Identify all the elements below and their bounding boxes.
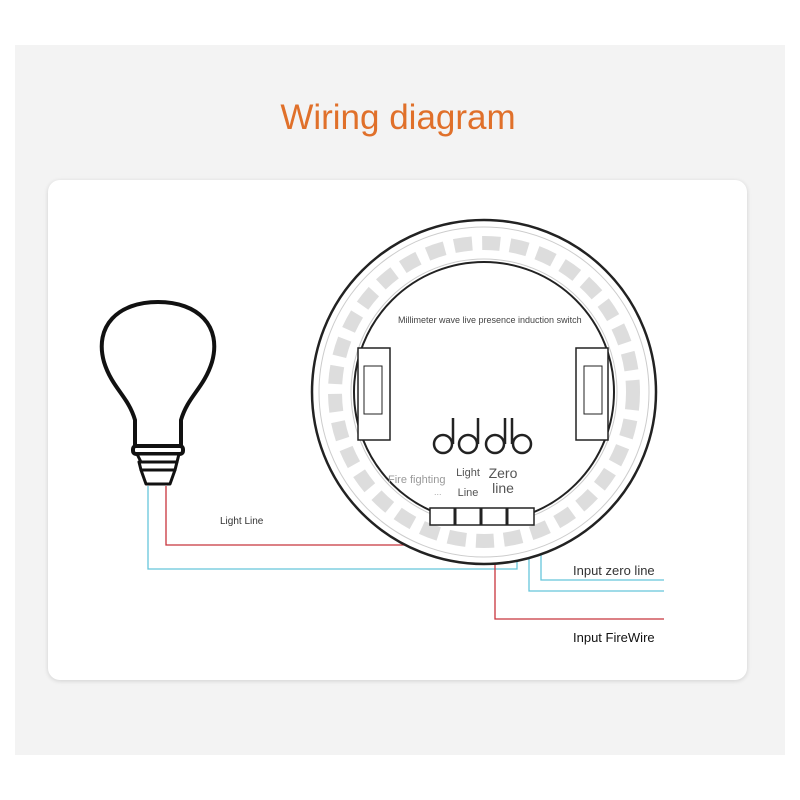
- light-line-terminal-label: Light Line: [456, 467, 480, 499]
- fire-fighting-marker: ...: [434, 487, 442, 497]
- input-zero-line-label: Input zero line: [573, 563, 655, 578]
- light-line-wire-label: Light Line: [220, 516, 264, 527]
- input-firewire-label: Input FireWire: [573, 630, 655, 645]
- fire-fighting-label: Fire fighting: [388, 474, 446, 486]
- switch-device-icon: [310, 218, 658, 566]
- zero-line-terminal-label: Zero line: [488, 465, 518, 496]
- device-name-label: Millimeter wave live presence induction …: [398, 315, 582, 325]
- light-bulb-icon: [99, 300, 217, 486]
- page-title: Wiring diagram: [280, 98, 516, 137]
